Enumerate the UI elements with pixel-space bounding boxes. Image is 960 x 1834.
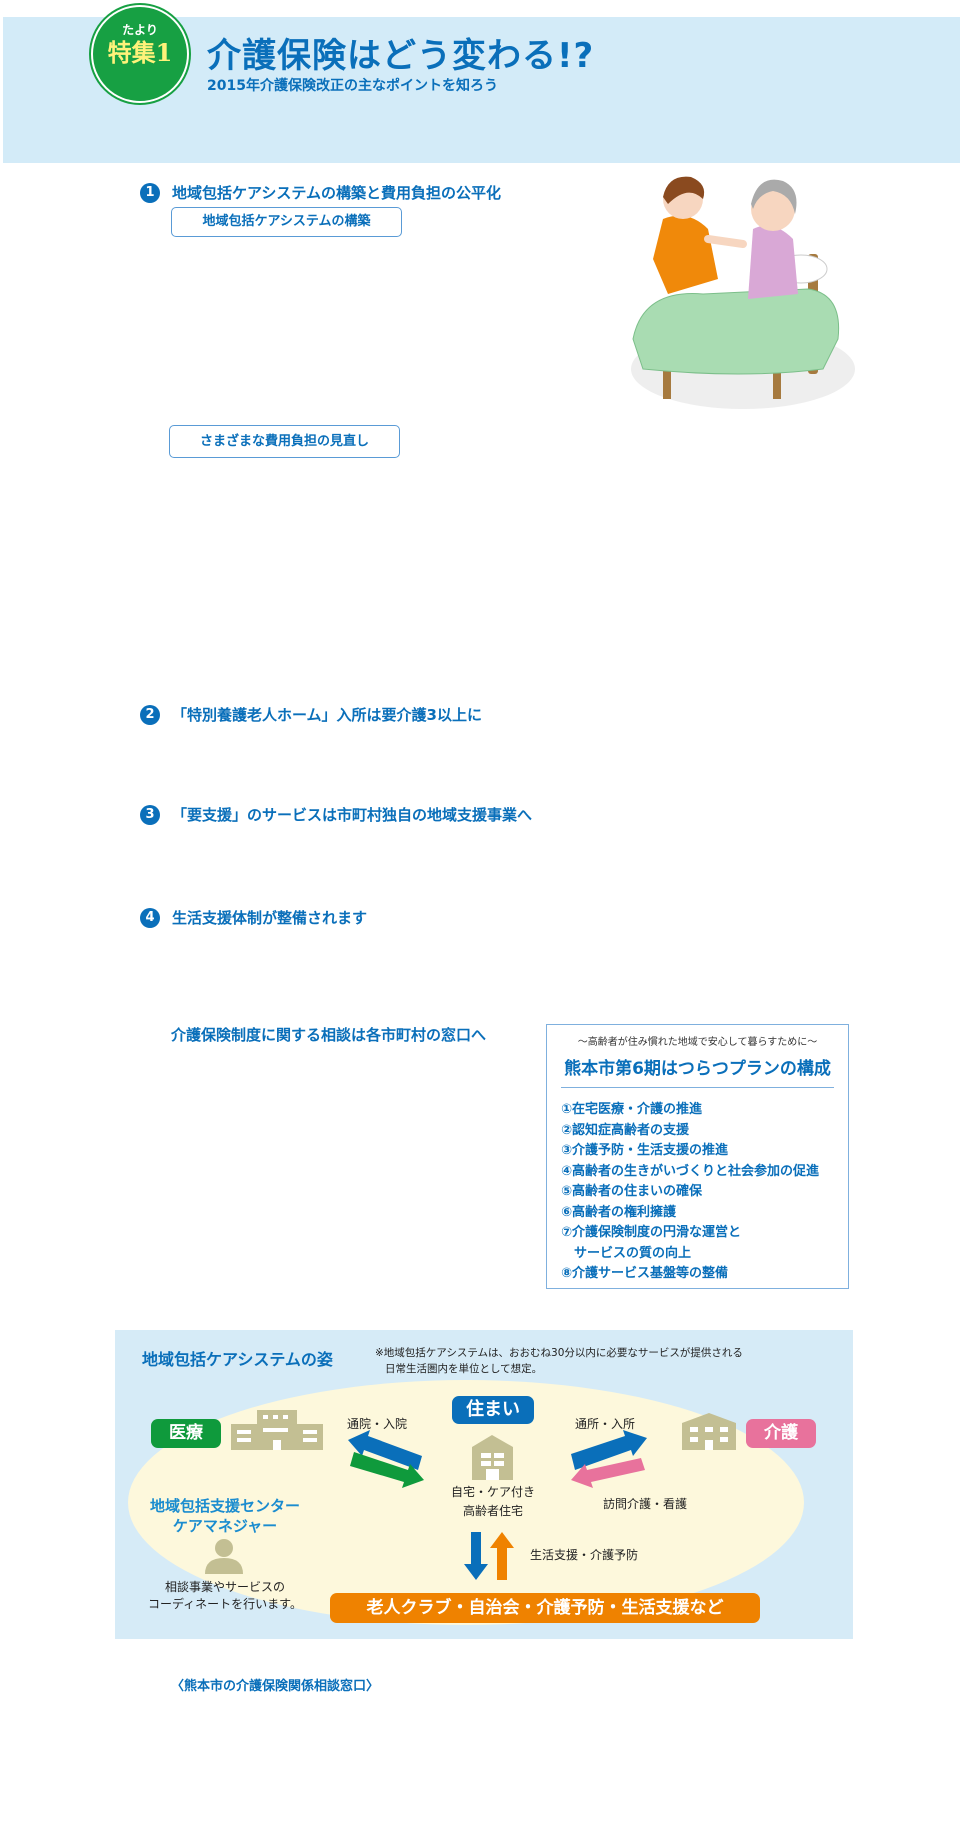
home-visit-label: 訪問介護・看護 [603, 1497, 688, 1511]
consult-text-2: コーディネートを行います。 [148, 1597, 302, 1611]
arrow-left-icon [348, 1430, 422, 1470]
arrow-up-icon [490, 1532, 514, 1580]
plan-item: ⑥高齢者の権利擁護 [561, 1204, 677, 1220]
arrows-care [571, 1430, 647, 1488]
plan-item: ④高齢者の生きがいづくりと社会参加の促進 [561, 1163, 820, 1179]
plan-item: ③介護予防・生活支援の推進 [561, 1143, 729, 1158]
badge-big-text: 特集1 [107, 38, 173, 67]
page-title: 介護保険はどう変わる!? [207, 36, 595, 76]
arrow-left-icon [571, 1458, 645, 1488]
section-title: 地域包括ケアシステムの構築と費用負担の公平化 [172, 184, 501, 202]
section-2-heading: 2 「特別養護老人ホーム」入所は要介護3以上に [140, 704, 482, 725]
subheading-pill: 地域包括ケアシステムの構築 [171, 207, 402, 237]
daycare-label: 通所・入所 [575, 1417, 636, 1431]
section-number: 1 [140, 182, 160, 203]
section-title: 「特別養護老人ホーム」入所は要介護3以上に [172, 706, 482, 724]
care-illustration [631, 176, 855, 409]
plan-item: ⑤高齢者の住まいの確保 [561, 1184, 703, 1199]
arrow-right-icon [571, 1430, 647, 1470]
plan-item: サービスの質の向上 [561, 1245, 692, 1261]
plan-subtitle: 〜高齢者が住み慣れた地域で安心して暮らすために〜 [577, 1037, 818, 1048]
care-label: 介護 [746, 1419, 816, 1448]
plan-list: ①在宅医療・介護の推進 ②認知症高齢者の支援 ③介護予防・生活支援の推進 ④高齢… [561, 1100, 848, 1285]
care-system-diagram: 地域包括ケアシステムの姿 ※地域包括ケアシステムは、おおむね30分以内に必要なサ… [115, 1330, 853, 1639]
person-icon [205, 1539, 243, 1574]
arrows-community [464, 1532, 514, 1580]
housing-label: 住まい [452, 1396, 534, 1424]
plan-item: ②認知症高齢者の支援 [561, 1122, 690, 1138]
subheading-pill: さまざまな費用負担の見直し [169, 425, 400, 458]
section-1-heading: 1 地域包括ケアシステムの構築と費用負担の公平化 [140, 182, 501, 203]
support-label: 生活支援・介護予防 [530, 1548, 639, 1562]
plan-item: ⑦介護保険制度の円滑な運営と [561, 1225, 742, 1240]
arrow-right-icon [350, 1452, 424, 1488]
badge-small-text: たより [122, 23, 158, 37]
home-icon [472, 1435, 513, 1480]
divider [561, 1087, 834, 1088]
section-number: 4 [140, 907, 160, 928]
hospital-visit-label: 通院・入院 [347, 1417, 408, 1431]
center-label-1: 地域包括支援センター [149, 1497, 300, 1515]
diagram-note-1: ※地域包括ケアシステムは、おおむね30分以内に必要なサービスが提供される [375, 1347, 743, 1359]
medical-label: 医療 [151, 1419, 221, 1448]
section-title: 「要支援」のサービスは市町村独自の地域支援事業へ [172, 806, 533, 824]
diagram-note-2: 日常生活圏内を単位として想定。 [385, 1363, 543, 1375]
section-number: 3 [140, 804, 160, 825]
section-3-heading: 3 「要支援」のサービスは市町村独自の地域支援事業へ [140, 804, 532, 825]
feature-badge: たより 特集1 [91, 5, 189, 103]
plan-box: 〜高齢者が住み慣れた地域で安心して暮らすために〜 熊本市第6期はつらつプランの構… [546, 1024, 849, 1289]
consult-heading: 介護保険制度に関する相談は各市町村の窓口へ [171, 1026, 487, 1044]
community-bar: 老人クラブ・自治会・介護予防・生活支援など [330, 1593, 760, 1623]
arrows-medical [348, 1430, 424, 1488]
home-label-2: 高齢者住宅 [462, 1504, 523, 1518]
center-label-2: ケアマネジャー [172, 1517, 278, 1535]
plan-item: ⑧介護サービス基盤等の整備 [561, 1266, 729, 1281]
footer-heading: 〈熊本市の介護保険関係相談窓口〉 [171, 1679, 380, 1694]
home-label-1: 自宅・ケア付き [450, 1485, 535, 1499]
plan-item: ①在宅医療・介護の推進 [561, 1102, 703, 1117]
care-facility-icon [682, 1413, 736, 1450]
hospital-icon [231, 1410, 323, 1450]
consult-text-1: 相談事業やサービスの [164, 1580, 285, 1594]
section-number: 2 [140, 704, 160, 725]
section-title: 生活支援体制が整備されます [172, 909, 368, 927]
arrow-down-icon [464, 1532, 488, 1580]
diagram-title: 地域包括ケアシステムの姿 [142, 1350, 333, 1369]
section-4-heading: 4 生活支援体制が整備されます [140, 907, 367, 928]
plan-title: 熊本市第6期はつらつプランの構成 [564, 1059, 831, 1079]
page-subtitle: 2015年介護保険改正の主なポイントを知ろう [207, 78, 498, 94]
